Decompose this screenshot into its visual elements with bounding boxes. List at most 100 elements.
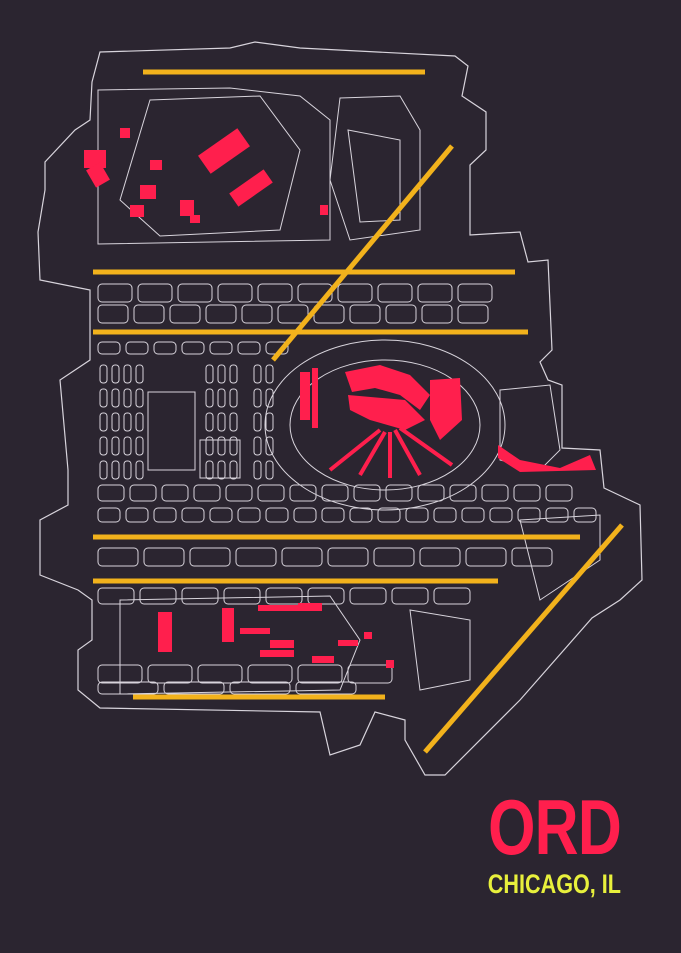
taxiway-block [139,587,177,605]
taxiway-block [293,507,317,523]
airport-code: ORD [488,783,622,871]
taxiway-block [193,484,221,502]
taxiway-block [169,304,201,324]
taxiway-block [257,283,293,303]
taxiway-block [321,507,345,523]
taxiway-block [133,304,165,324]
taxiway-block [327,547,369,567]
taxiway-block [229,388,238,408]
taxiway-block [265,587,303,605]
taxiway-block [217,436,226,456]
taxiway-block [229,412,238,432]
taxiway-block [513,484,541,502]
taxiway-block [461,507,485,523]
taxiway-block [229,460,238,480]
taxiway-block [237,341,261,355]
taxiway-block [235,547,277,567]
taxiway-block [225,484,253,502]
taxiway-block [205,460,214,480]
taxiway-block [385,484,413,502]
taxiway-block [253,412,262,432]
airport-perimeter [37,41,643,776]
terminal-main [345,365,430,410]
taxiway-block [253,388,262,408]
taxiway-block [257,484,285,502]
terminal-block [312,368,318,428]
taxiway-block [217,283,253,303]
terminal-block [120,128,130,138]
terminal-block [240,628,270,634]
terminal-block [386,660,394,668]
terminal-block [86,162,110,188]
taxiway-block [265,364,274,384]
taxiway-block [123,460,132,480]
taxiway-block [181,341,205,355]
taxiway-block [295,681,357,695]
terminal-main [348,395,425,430]
taxiway-block [217,364,226,384]
taxiway-block [97,681,159,695]
taxiway-outlines [37,41,643,776]
taxiway-block [181,507,205,523]
taxiway-block [135,460,144,480]
taxiway-block [433,587,471,605]
taxiway-block [265,507,289,523]
taxiway-block [97,484,125,502]
terminal-ring [264,339,506,511]
terminal-block [300,372,310,420]
taxiway-block [347,664,393,684]
taxiway-block [349,507,373,523]
taxiway-block [489,507,513,523]
taxiway-block [481,484,509,502]
taxiway-block [377,507,401,523]
taxiway-block [205,436,214,456]
runway-line [271,144,454,362]
taxiway-block [137,283,173,303]
taxiway-block [517,507,541,523]
taxiway-block [433,507,457,523]
taxiway-block [111,412,120,432]
taxiway-block [135,388,144,408]
runway-line [423,523,624,754]
terminal-block [364,632,372,639]
taxiway-block [125,341,149,355]
taxiway-block [125,507,149,523]
taxiway-block [205,364,214,384]
taxiway-block [217,460,226,480]
taxiway-block [177,283,213,303]
taxiway-block [321,484,349,502]
terminal-block [130,205,144,217]
taxiway-block [457,304,489,324]
taxiway-block [135,364,144,384]
apron-pad [199,439,241,479]
taxiway-block [421,304,453,324]
taxiway-block [97,547,139,567]
taxiway-block [265,436,274,456]
terminal-block [150,160,162,170]
taxiway-block [545,507,569,523]
taxiway-block [97,587,135,605]
taxiway-block [111,436,120,456]
taxiway-block [373,547,415,567]
taxiway-block [241,304,273,324]
taxiway-block [97,283,133,303]
terminal-block [222,608,234,642]
terminal-east-ramp [498,445,596,472]
taxiway-block [253,436,262,456]
taxiway-block [209,507,233,523]
taxiway-block [281,547,323,567]
terminal-block [270,640,294,648]
south-east-pad [519,514,601,601]
taxiway-block [417,283,453,303]
taxiway-block [161,484,189,502]
terminal-block [312,656,334,663]
taxiway-block [123,364,132,384]
terminal-block [260,650,294,657]
south-east-apron [409,609,471,691]
taxiway-block [153,341,177,355]
apron-pad [147,391,196,471]
concourse [393,429,422,476]
terminal-block [180,200,194,216]
taxiway-block [99,436,108,456]
taxiway-block [129,484,157,502]
